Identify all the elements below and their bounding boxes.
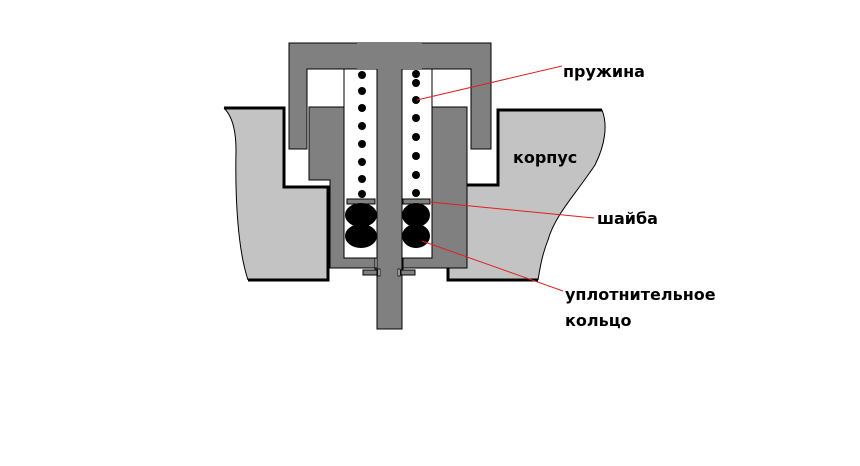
spring-coil-right <box>412 171 420 179</box>
stem-head <box>357 43 422 69</box>
spring-coil-right <box>412 79 420 87</box>
housing-right-outline <box>446 108 602 282</box>
housing-left-outline <box>224 106 330 282</box>
spring-coil-left <box>358 158 366 166</box>
o-ring-right-top <box>402 203 430 227</box>
spring-coil-right <box>412 133 420 141</box>
o-ring-right-bottom <box>402 224 430 248</box>
spring-coil-left <box>358 190 366 198</box>
spring-coil-left <box>358 175 366 183</box>
spring-coil-left <box>358 104 366 112</box>
label-seal-line1: уплотнительное <box>565 285 716 304</box>
spring-coil-right <box>412 70 420 78</box>
spring-coil-left <box>358 87 366 95</box>
housing-left <box>224 108 328 280</box>
o-ring-left-top <box>345 203 377 227</box>
stem <box>376 62 403 330</box>
leader-seal <box>421 240 564 292</box>
o-ring-left-bottom <box>345 224 377 248</box>
clip-left <box>362 269 378 276</box>
leader-spring <box>416 65 563 101</box>
clip-right-tab <box>397 268 401 277</box>
clip-left-tab <box>377 268 381 277</box>
label-seal-line2: кольцо <box>565 311 632 330</box>
housing-left-curve <box>223 107 249 281</box>
spring-coil-left <box>358 140 366 148</box>
clip-right <box>400 269 416 276</box>
housing-right <box>448 110 606 280</box>
spring-coil-left <box>358 122 366 130</box>
leader-washer <box>429 201 595 219</box>
spring-coil-left <box>358 71 366 79</box>
spring-coil-right <box>412 189 420 197</box>
spring-coil-right <box>412 96 420 104</box>
label-washer: шайба <box>597 209 658 228</box>
spring-coil-right <box>412 114 420 122</box>
label-housing: корпус <box>513 148 577 167</box>
spring <box>358 70 420 198</box>
spring-coil-right <box>412 152 420 160</box>
housing-right-curve <box>537 109 606 281</box>
label-spring: пружина <box>563 62 645 81</box>
